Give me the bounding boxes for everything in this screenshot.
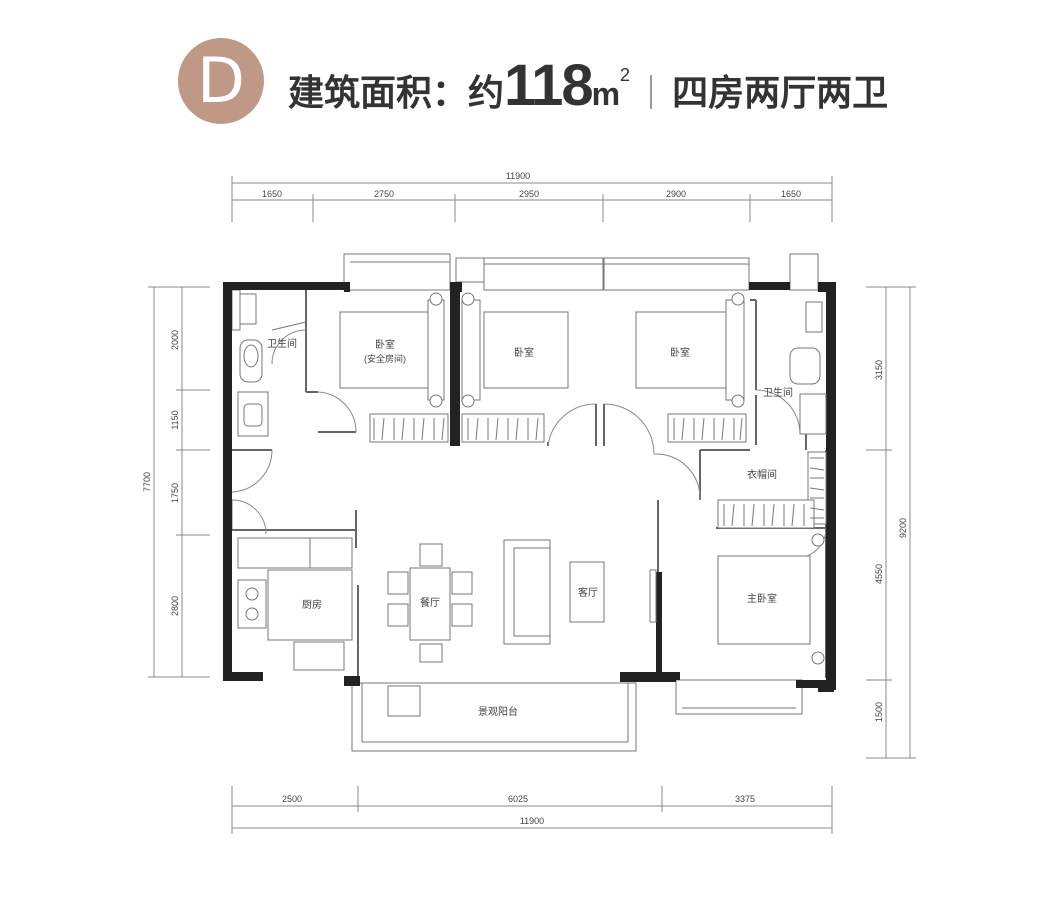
unit-type-badge: D	[178, 38, 264, 124]
layout-type: 四房两厅两卫	[672, 72, 889, 113]
dim-left-total: 7700	[142, 472, 152, 492]
room-label-balcony: 景观阳台	[478, 705, 518, 718]
room-labels: 卫生间 卧室 (安全房间) 卧室 卧室 卫生间 衣帽间 厨房 餐厅 客厅 主卧室…	[267, 337, 793, 718]
dim-left-seg-2: 1150	[170, 410, 180, 429]
dim-right-seg-2: 4550	[874, 564, 884, 584]
area-unit-superscript: 2	[620, 64, 631, 85]
dim-left-seg-3: 1750	[170, 483, 180, 503]
room-label-bedroom-1-sub: (安全房间)	[364, 353, 406, 364]
dim-left-seg-1: 2000	[170, 330, 180, 350]
dim-right-seg-3: 1500	[874, 702, 884, 722]
room-label-bedroom-1: 卧室	[375, 338, 395, 351]
wardrobe-hatching	[373, 417, 825, 527]
room-label-bedroom-2: 卧室	[514, 346, 534, 359]
room-label-living: 客厅	[578, 586, 598, 599]
dim-right-total: 9200	[898, 518, 908, 538]
dim-top-seg-2: 2750	[374, 189, 394, 199]
title-separator	[650, 75, 653, 109]
dim-top-seg-5: 1650	[781, 189, 801, 199]
dimension-labels: 11900 1650 2750 2950 2900 1650 2500 6025…	[142, 171, 908, 826]
unit-type-letter: D	[197, 44, 245, 117]
windows-and-rails	[231, 253, 819, 752]
structural-walls	[223, 282, 836, 692]
header: D 建筑面积：约118m2 四房两厅两卫	[0, 0, 1050, 150]
dim-bottom-total: 11900	[520, 816, 544, 826]
dim-bottom-seg-2: 6025	[508, 794, 528, 804]
furniture	[237, 292, 827, 717]
dim-right-seg-1: 3150	[874, 360, 884, 380]
area-value: 118	[504, 53, 594, 118]
dim-top-seg-3: 2950	[519, 189, 539, 199]
unit-title: 建筑面积：约118m2 四房两厅两卫	[288, 52, 889, 118]
dim-left-seg-4: 2800	[170, 596, 180, 616]
room-label-kitchen: 厨房	[302, 598, 322, 611]
floor-plan: 11900 1650 2750 2950 2900 1650 2500 6025…	[142, 171, 916, 834]
room-label-bathroom-right: 卫生间	[763, 386, 793, 399]
room-label-bathroom-left: 卫生间	[267, 337, 297, 350]
dimension-lines	[148, 176, 916, 834]
area-label: 建筑面积：约	[288, 72, 505, 113]
dim-bottom-seg-1: 2500	[282, 794, 302, 804]
room-label-master-bedroom: 主卧室	[747, 592, 777, 605]
dim-bottom-seg-3: 3375	[735, 794, 755, 804]
area-unit: m	[591, 76, 621, 112]
dim-top-total: 11900	[506, 171, 530, 181]
room-label-dining: 餐厅	[420, 596, 440, 609]
dim-top-seg-1: 1650	[262, 189, 282, 199]
dim-top-seg-4: 2900	[666, 189, 686, 199]
room-label-bedroom-3: 卧室	[670, 346, 690, 359]
room-label-walkin-closet: 衣帽间	[747, 468, 777, 481]
